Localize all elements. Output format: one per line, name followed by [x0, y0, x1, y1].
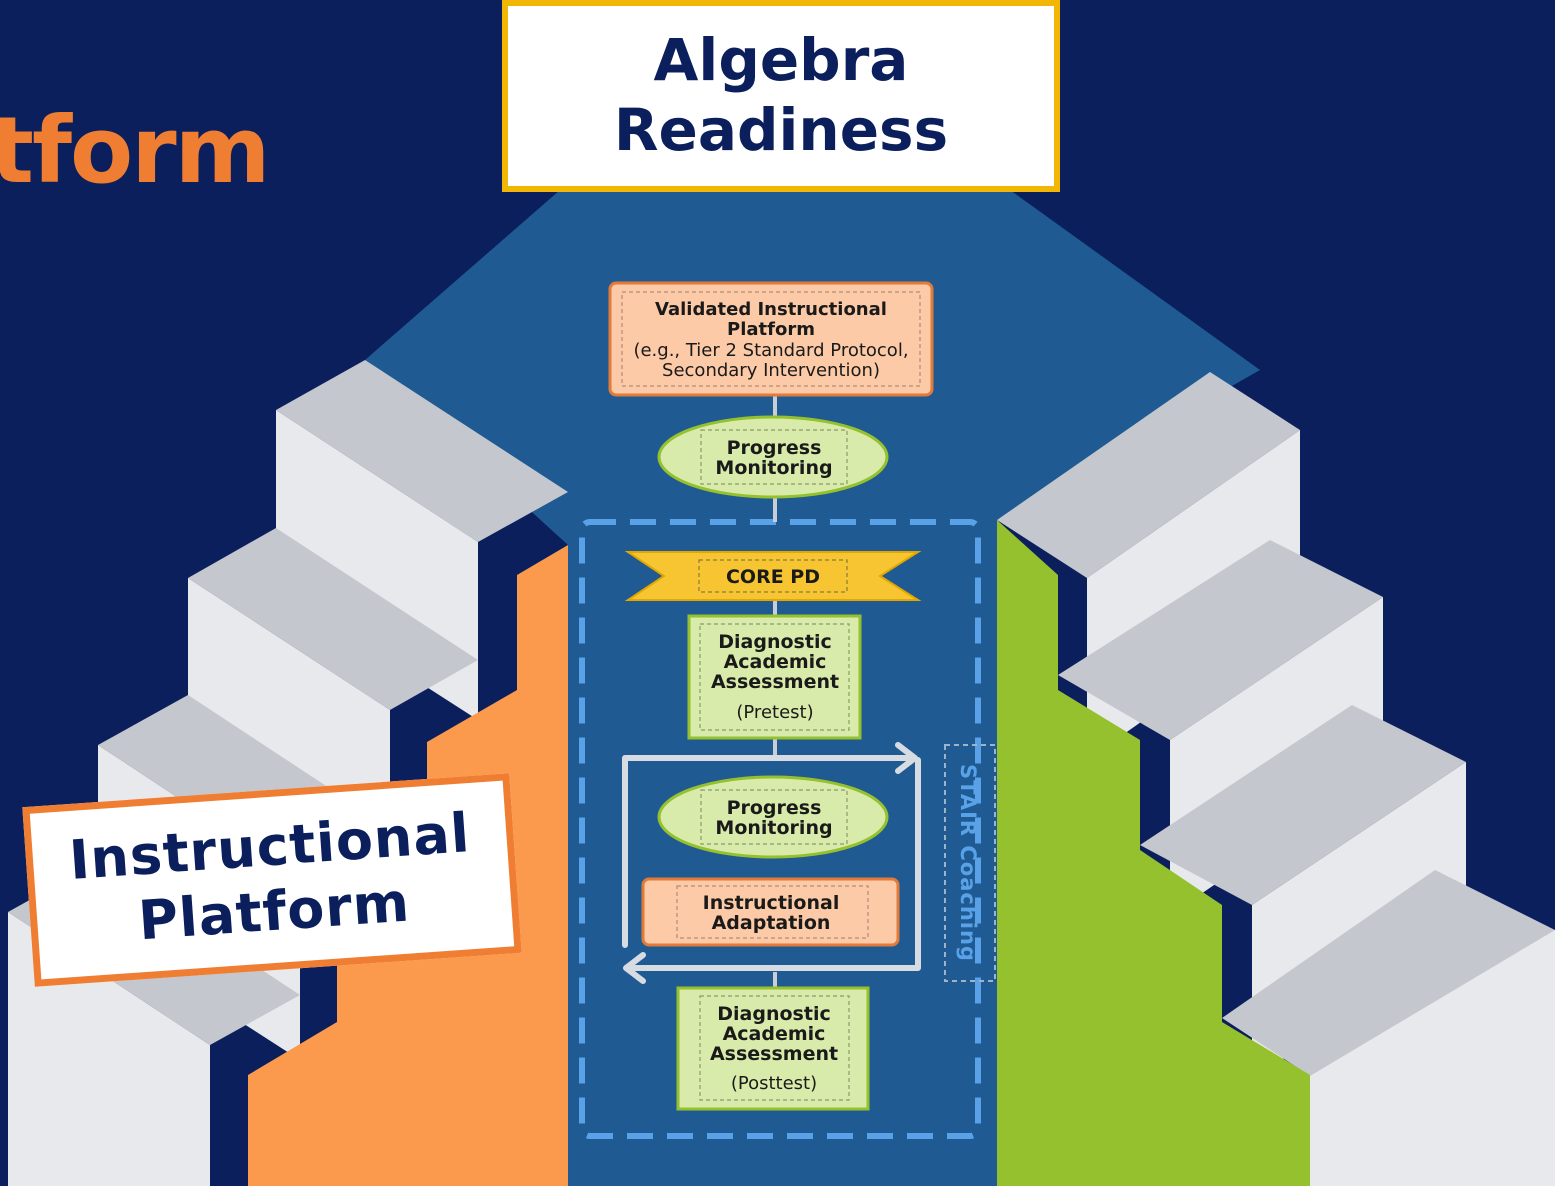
pretest-line1: Diagnostic	[718, 631, 831, 653]
core-pd-label: CORE PD	[726, 566, 820, 588]
pretest-line2: Academic	[724, 651, 827, 673]
algebra-readiness-box: Algebra Readiness	[502, 0, 1060, 192]
algebra-readiness-line2: Readiness	[613, 96, 949, 164]
loop-arrows	[622, 742, 921, 984]
coaching-frame	[579, 519, 981, 1139]
progress-top-line1: Progress	[727, 437, 822, 459]
posttest-line3: Assessment	[710, 1043, 838, 1065]
progress-monitoring-loop-node: Progress Monitoring	[657, 775, 889, 859]
core-pd-node: CORE PD	[624, 551, 922, 601]
slide-title-fragment: tform	[0, 97, 270, 204]
algebra-readiness-line1: Algebra	[653, 26, 909, 95]
progress-loop-line2: Monitoring	[715, 817, 832, 839]
coaching-label-box	[944, 744, 996, 982]
validated-platform-node: Validated Instructional Platform (e.g., …	[608, 281, 934, 397]
posttest-line2: Academic	[723, 1023, 826, 1045]
posttest-line1: Diagnostic	[717, 1003, 830, 1025]
green-wall	[997, 520, 1310, 1186]
progress-loop-line1: Progress	[727, 797, 822, 819]
validated-line1: Validated Instructional	[655, 299, 887, 320]
orange-wall	[248, 545, 568, 1186]
validated-line2: Platform	[727, 319, 815, 340]
validated-line3: (e.g., Tier 2 Standard Protocol,	[633, 340, 908, 361]
stair-coaching-label: STAIR Coaching	[940, 745, 996, 981]
validated-line4: Secondary Intervention)	[662, 360, 880, 381]
posttest-line4: (Posttest)	[731, 1073, 817, 1094]
instructional-platform-box: Instructional Platform	[22, 773, 522, 987]
left-staircase	[8, 360, 568, 1186]
adaptation-line2: Adaptation	[712, 912, 831, 934]
stair-coaching-text: STAIR Coaching	[956, 764, 980, 962]
progress-monitoring-top-node: Progress Monitoring	[657, 415, 889, 499]
adaptation-node: Instructional Adaptation	[641, 877, 900, 947]
right-staircase	[997, 372, 1555, 1186]
adaptation-line1: Instructional	[703, 892, 840, 914]
progress-top-line2: Monitoring	[715, 457, 832, 479]
pretest-line4: (Pretest)	[736, 702, 813, 723]
pretest-line3: Assessment	[711, 671, 839, 693]
posttest-node: Diagnostic Academic Assessment (Posttest…	[676, 986, 870, 1111]
pretest-node: Diagnostic Academic Assessment (Pretest)	[687, 614, 862, 740]
